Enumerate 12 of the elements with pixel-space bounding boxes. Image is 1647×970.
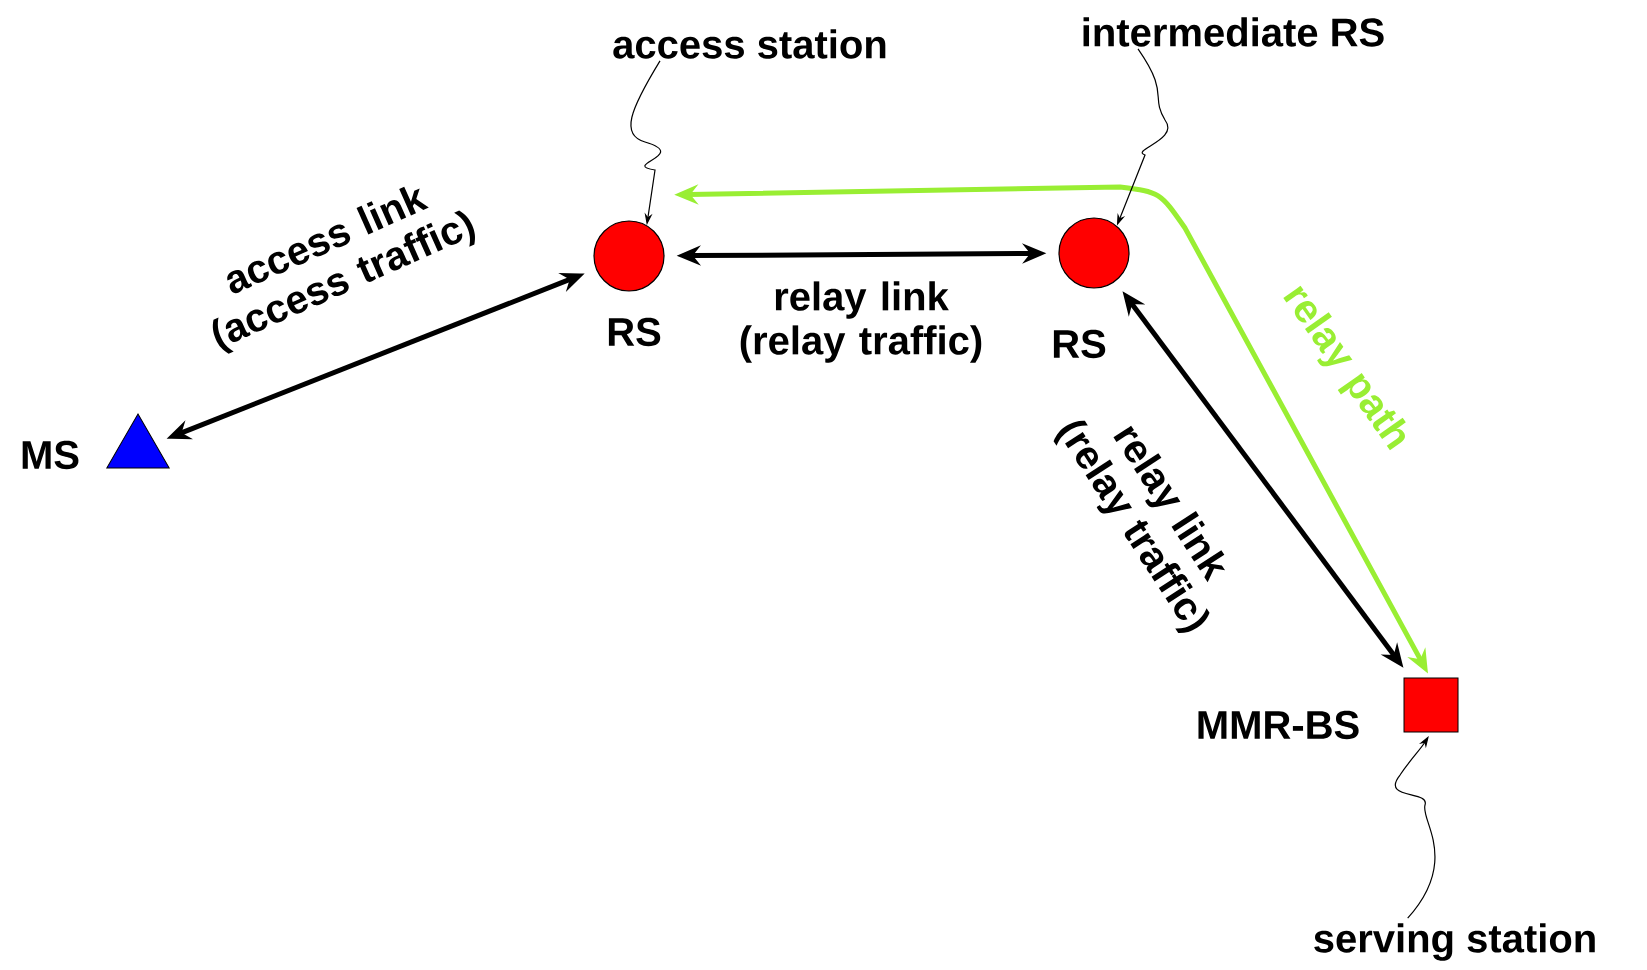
station-circle	[1058, 217, 1130, 289]
station-square	[1403, 677, 1459, 733]
annotation-text: intermediate RS	[1083, 17, 1384, 47]
annotation-text: access station	[613, 29, 886, 59]
station-circle	[593, 220, 665, 292]
edge-label: relay link (relay traffic)	[740, 281, 982, 363]
station-label: RS	[608, 317, 661, 347]
station-label: MMR-BS	[1198, 710, 1359, 740]
station-label: RS	[1053, 329, 1106, 359]
station-triangle	[106, 413, 170, 469]
station-label: MS	[22, 440, 79, 470]
annotation-text: serving station	[1314, 923, 1595, 961]
